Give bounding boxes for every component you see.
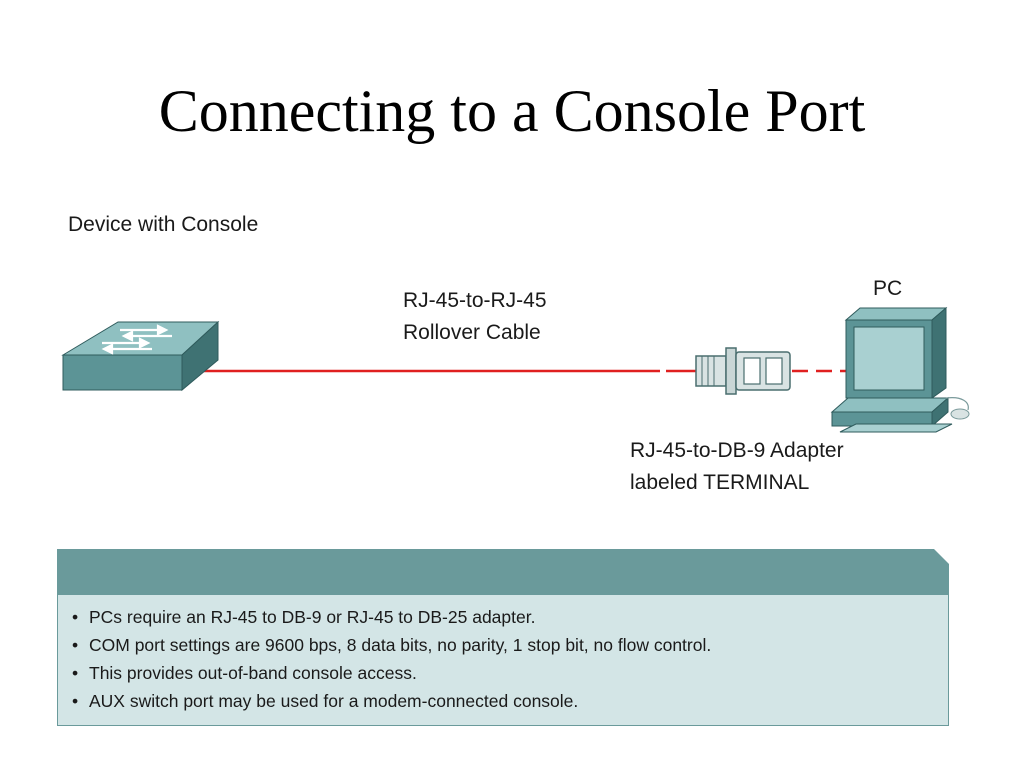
pc-icon — [830, 306, 970, 433]
notes-list: PCs require an RJ-45 to DB-9 or RJ-45 to… — [58, 595, 948, 715]
slide-title: Connecting to a Console Port — [158, 78, 866, 144]
note-item: PCs require an RJ-45 to DB-9 or RJ-45 to… — [70, 603, 948, 631]
info-panel: PCs require an RJ-45 to DB-9 or RJ-45 to… — [57, 549, 949, 726]
adapter-label-line2: labeled TERMINAL — [630, 471, 810, 494]
note-item: This provides out-of-band console access… — [70, 659, 948, 687]
db9-adapter-icon — [695, 347, 791, 395]
cable-label: RJ-45-to-RJ-45 Rollover Cable — [403, 285, 547, 349]
info-panel-header — [57, 549, 949, 595]
note-item: COM port settings are 9600 bps, 8 data b… — [70, 631, 948, 659]
cable-label-line1: RJ-45-to-RJ-45 — [403, 289, 547, 312]
adapter-label-line1: RJ-45-to-DB-9 Adapter — [630, 439, 844, 462]
note-item: AUX switch port may be used for a modem-… — [70, 687, 948, 715]
pc-label: PC — [873, 273, 902, 305]
pc-label-text: PC — [873, 277, 903, 300]
adapter-label: RJ-45-to-DB-9 Adapter labeled TERMINAL — [630, 435, 844, 499]
device-label: Device with Console — [68, 209, 258, 241]
info-panel-body: PCs require an RJ-45 to DB-9 or RJ-45 to… — [57, 595, 949, 726]
device-label-text: Device with Console — [68, 213, 259, 236]
switch-icon — [61, 320, 220, 392]
cable-label-line2: Rollover Cable — [403, 321, 541, 344]
